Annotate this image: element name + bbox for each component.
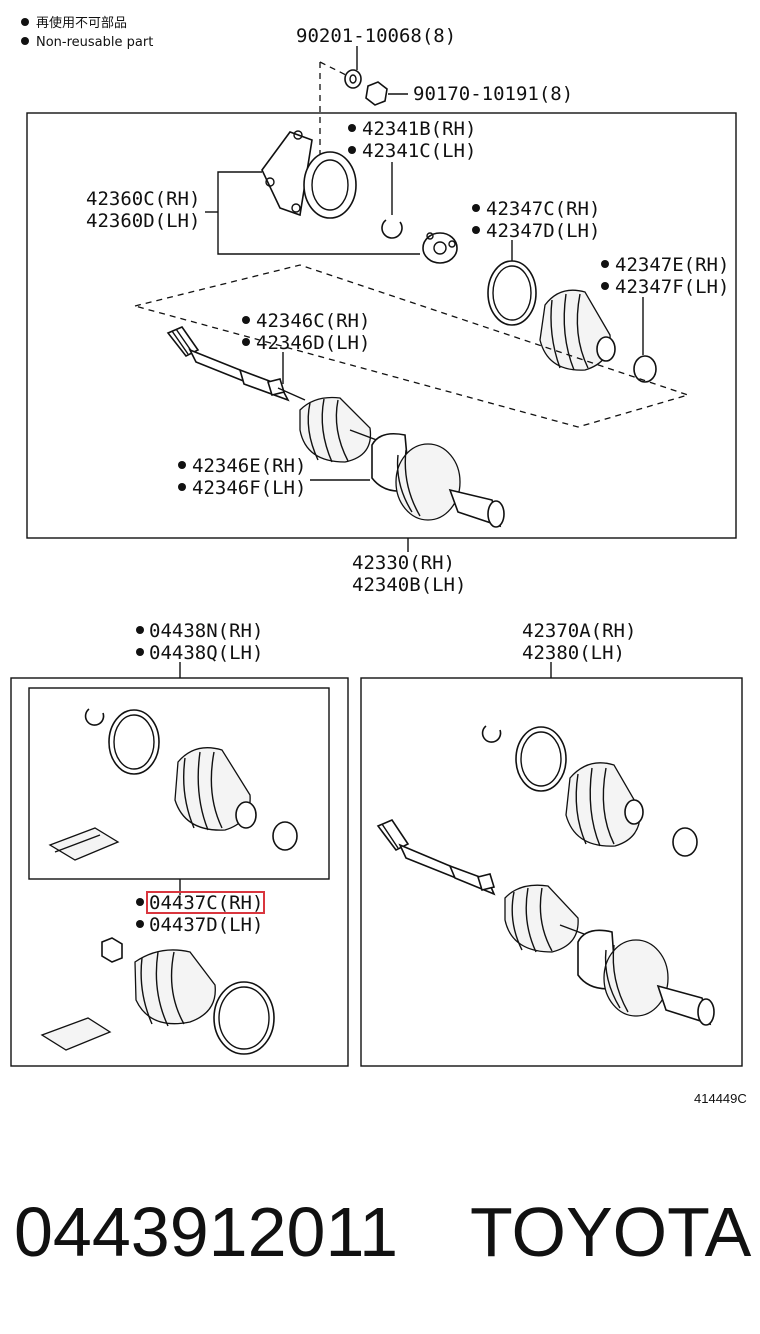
label-42347d: 42347D(LH) (486, 220, 600, 242)
assembly-frame-right (360, 677, 743, 1067)
drive-shaft-part (166, 326, 505, 528)
label-42340b: 42340B(LH) (352, 574, 466, 596)
label-42330: 42330(RH) (352, 552, 455, 574)
legend: 再使用不可部品 Non-reusable part (21, 15, 153, 50)
nut-part (365, 81, 388, 106)
assembly-frame-main (26, 112, 737, 539)
label-04438q: 04438Q(LH) (149, 642, 263, 664)
figure-id: 414449C (694, 1091, 747, 1106)
label-90170: 90170-10191(8) (413, 83, 573, 105)
legend-dot-icon (21, 18, 29, 26)
label-42347e: 42347E(RH) (615, 254, 729, 276)
label-42346c: 42346C(RH) (256, 310, 370, 332)
kit-outline (132, 264, 691, 428)
drive-shaft-right (376, 819, 715, 1026)
boot-kit-part (174, 747, 257, 831)
legend-line-1: 再使用不可部品 (36, 15, 127, 31)
highlight-box (146, 891, 265, 914)
legend-dot-icon (21, 37, 29, 45)
boot-clamp-part (487, 260, 537, 326)
label-04438n: 04438N(RH) (149, 620, 263, 642)
grease-packet-icon (48, 827, 120, 861)
label-42360d: 42360D(LH) (86, 210, 200, 232)
label-42347f: 42347F(LH) (615, 276, 729, 298)
part-number: 0443912011 (14, 1193, 398, 1271)
label-04437c: 04437C(RH) (149, 892, 263, 914)
label-42341c: 42341C(LH) (362, 140, 476, 162)
kit-inner-frame (28, 687, 330, 880)
label-42346e: 42346E(RH) (192, 455, 306, 477)
label-42346f: 42346F(LH) (192, 477, 306, 499)
label-42346d: 42346D(LH) (256, 332, 370, 354)
bearing-housing-part (261, 130, 357, 219)
label-42360c: 42360C(RH) (86, 188, 200, 210)
brand-name: TOYOTA (470, 1193, 752, 1271)
snap-ring-part (381, 219, 403, 239)
small-clamp-part (633, 355, 657, 383)
label-04437d: 04437D(LH) (149, 914, 263, 936)
label-42341b: 42341B(RH) (362, 118, 476, 140)
kit-frame-left (10, 677, 349, 1067)
tripod-joint-part (422, 232, 458, 264)
outboard-boot-part (539, 289, 616, 371)
washer-part (344, 69, 362, 89)
label-42370a: 42370A(RH) (522, 620, 636, 642)
label-42347c: 42347C(RH) (486, 198, 600, 220)
legend-line-2: Non-reusable part (36, 35, 153, 50)
label-42380: 42380(LH) (522, 642, 625, 664)
boot-kit-part-2 (134, 949, 216, 1027)
label-90201: 90201-10068(8) (296, 25, 456, 47)
outboard-boot-right (565, 762, 644, 847)
